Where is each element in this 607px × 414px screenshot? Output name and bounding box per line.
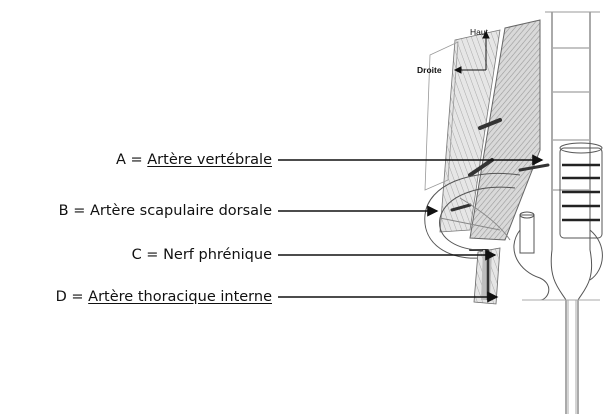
vessel-junction (514, 230, 602, 300)
label-d-name: Artère thoracique interne (88, 289, 272, 305)
label-c-name: Nerf phrénique (163, 247, 272, 263)
label-b-name: Artère scapulaire dorsale (90, 203, 272, 219)
diagonal-vessel (425, 20, 540, 240)
small-cylinder (520, 212, 534, 253)
orientation-right-label: Droite (417, 65, 442, 75)
label-b-prefix: B = (59, 203, 90, 219)
trachea-sketch (545, 12, 600, 414)
label-b: B = Artère scapulaire dorsale (59, 202, 272, 220)
label-a-prefix: A = (116, 152, 147, 168)
label-c-prefix: C = (132, 247, 164, 263)
label-a: A = Artère vertébrale (116, 151, 272, 169)
orientation-up-label: Haut (470, 27, 488, 37)
label-d: D = Artère thoracique interne (56, 288, 272, 306)
label-a-name: Artère vertébrale (147, 152, 272, 168)
label-c: C = Nerf phrénique (132, 246, 272, 264)
internal-thoracic-sketch (474, 248, 500, 304)
label-d-prefix: D = (56, 289, 89, 305)
